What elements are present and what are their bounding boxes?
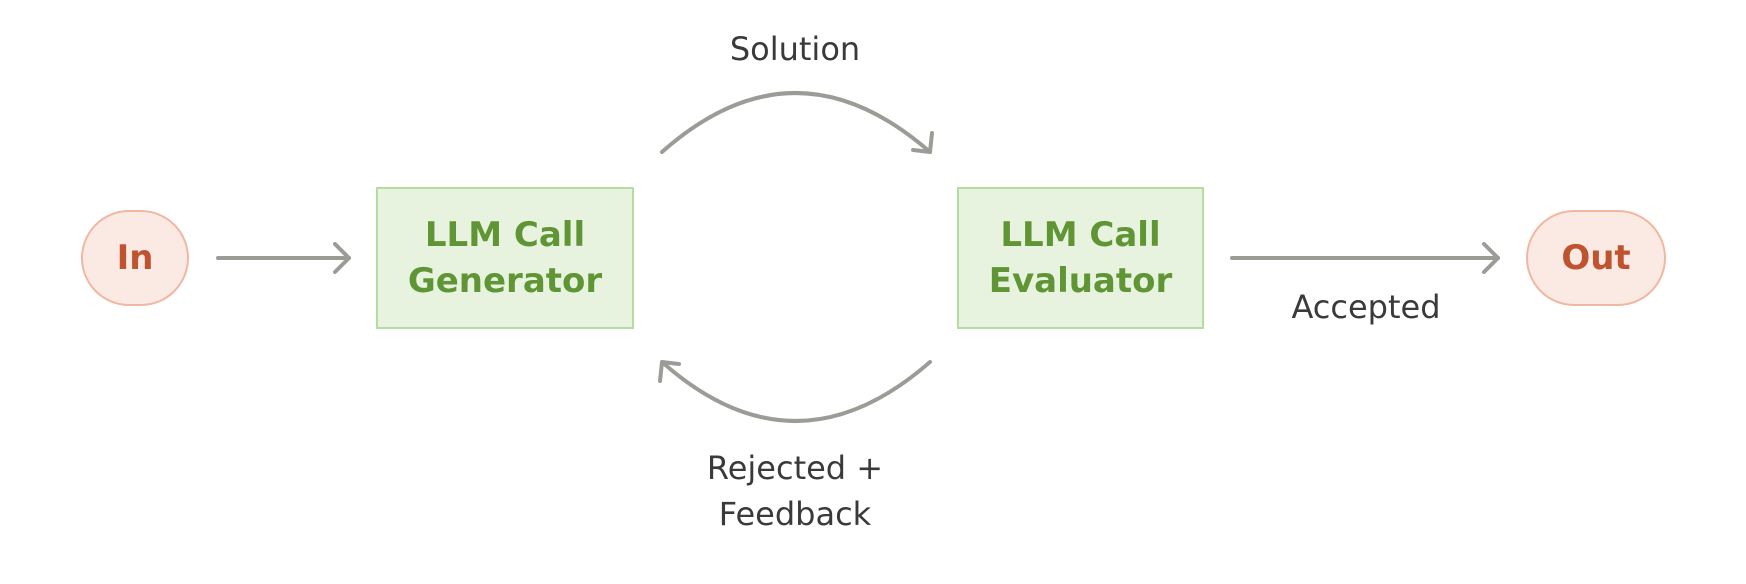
arrow-evaluator-to-output: [1230, 242, 1500, 274]
feedback-edge-label-line1: Rejected +: [706, 449, 884, 487]
arrow-solution-arc: [660, 91, 934, 154]
arrow-feedback-arc: [658, 360, 932, 423]
solution-edge-label: Solution: [729, 30, 861, 68]
arrow-input-to-generator: [216, 242, 351, 274]
evaluator-node: LLM Call Evaluator: [957, 187, 1204, 329]
generator-node-title: LLM Call: [424, 215, 586, 255]
input-node: In: [81, 210, 189, 306]
output-node: Out: [1526, 210, 1666, 306]
output-node-label: Out: [1561, 238, 1631, 278]
evaluator-node-role: Evaluator: [988, 261, 1173, 301]
accepted-edge-label: Accepted: [1291, 288, 1441, 326]
generator-node-role: Generator: [407, 261, 603, 301]
input-node-label: In: [116, 238, 154, 278]
evaluator-node-title: LLM Call: [1000, 215, 1161, 255]
feedback-edge-label-line2: Feedback: [718, 495, 872, 533]
generator-node: LLM Call Generator: [376, 187, 634, 329]
feedback-edge-label: Rejected + Feedback: [640, 445, 950, 537]
